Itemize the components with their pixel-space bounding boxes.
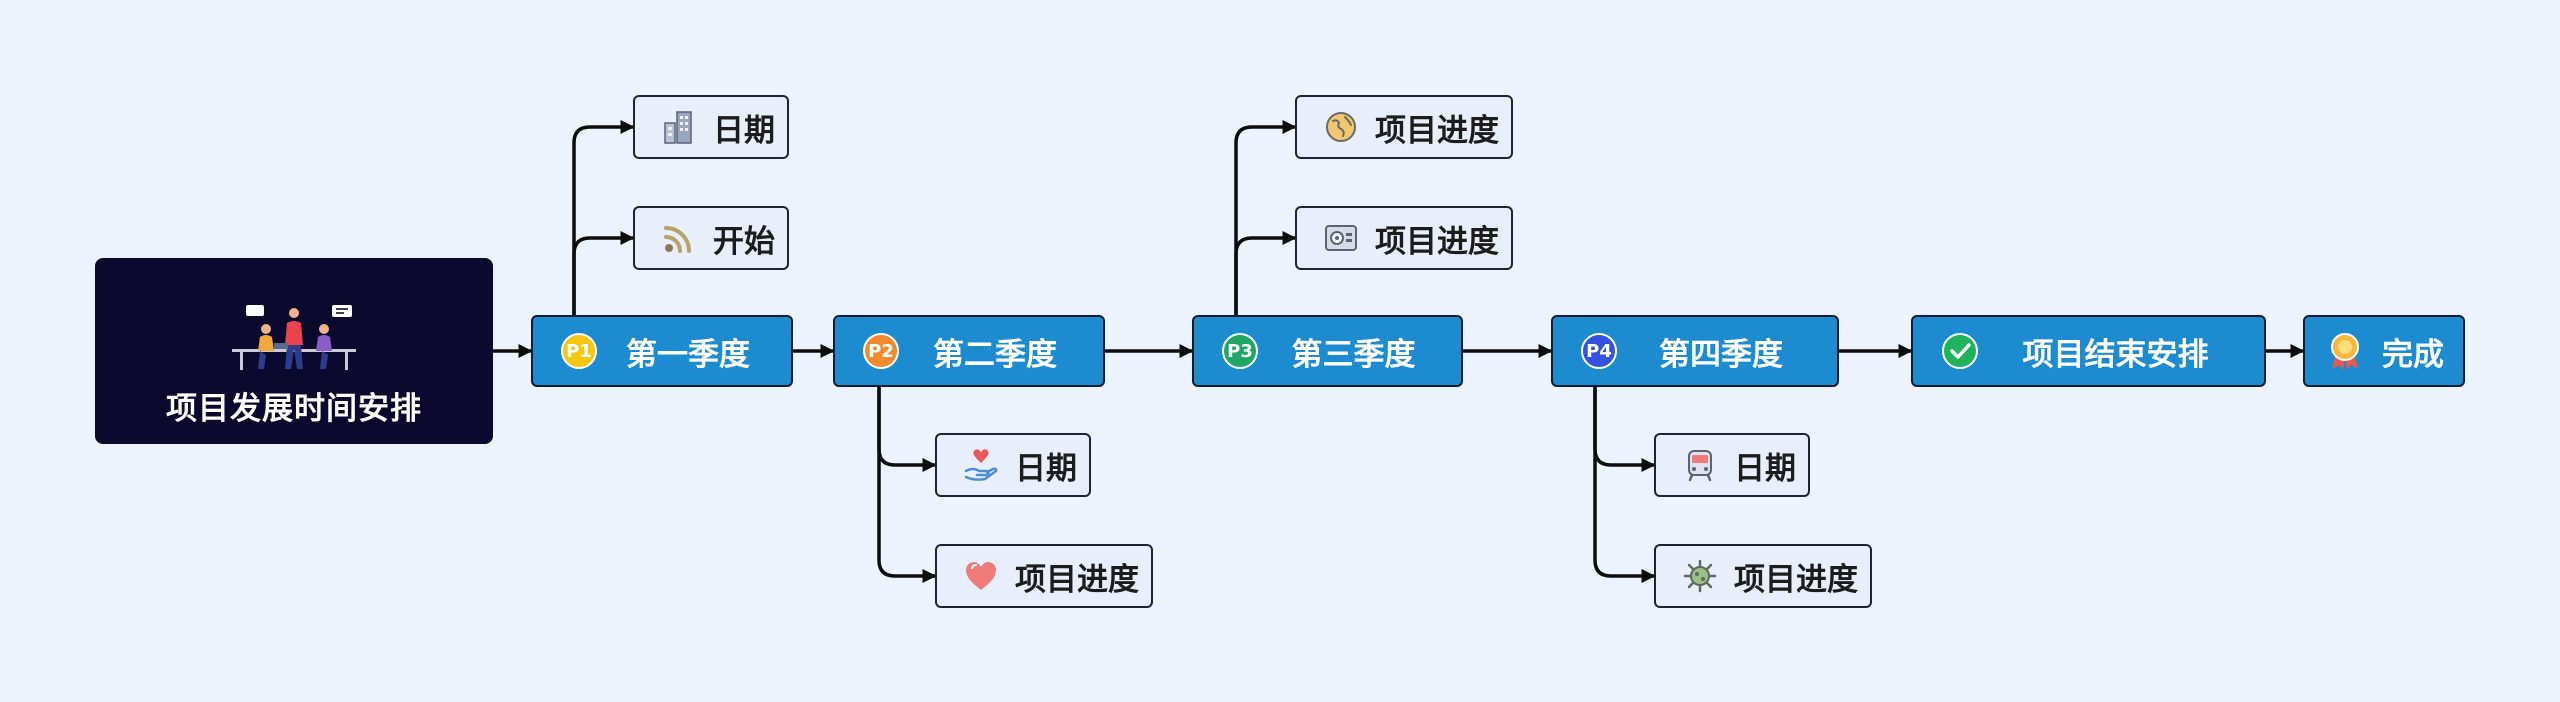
branch-label: 开始: [713, 223, 775, 260]
branch-node-p4-progress[interactable]: 项目进度: [1654, 544, 1872, 608]
branch-label: 日期: [1015, 450, 1077, 487]
phase-node-p1[interactable]: P1 第一季度: [531, 315, 793, 387]
team-collaboration-illustration: [232, 305, 356, 370]
root-title: 项目发展时间安排: [166, 391, 422, 427]
p2-badge: P2: [863, 333, 899, 369]
globe-icon: [1326, 112, 1356, 142]
phase-node-p3[interactable]: P3 第三季度: [1192, 315, 1463, 387]
branch-node-p2-progress[interactable]: 项目进度: [935, 544, 1153, 608]
rss-feed-icon: [664, 226, 691, 253]
connector-p4-branch-1: [1593, 387, 1656, 472]
phase-node-project-end[interactable]: 项目结束安排: [1911, 315, 2266, 387]
heart-icon: [966, 562, 996, 590]
phase-label: 完成: [2382, 336, 2444, 373]
branch-label: 日期: [1734, 450, 1796, 487]
connector-p1-branch-2: [572, 231, 635, 315]
branch-node-p3-progress-1[interactable]: 项目进度: [1295, 95, 1513, 159]
phase-node-done[interactable]: 完成: [2303, 315, 2465, 387]
connector-p2-branch-2: [877, 387, 937, 583]
branch-node-p4-date[interactable]: 日期: [1654, 433, 1810, 497]
branch-node-p2-date[interactable]: 日期: [935, 433, 1091, 497]
branch-node-p1-date[interactable]: 日期: [633, 95, 789, 159]
phase-node-p4[interactable]: P4 第四季度: [1551, 315, 1839, 387]
bus-icon: [1688, 450, 1712, 482]
phase-node-p2[interactable]: P2 第二季度: [833, 315, 1105, 387]
safe-box-icon: [1325, 225, 1357, 251]
phase-label: 项目结束安排: [2022, 336, 2209, 373]
phase-label: 第二季度: [933, 336, 1057, 373]
phase-label: 第四季度: [1659, 336, 1783, 373]
branch-label: 日期: [713, 112, 775, 149]
award-medal-icon: [2331, 333, 2359, 370]
branch-label: 项目进度: [1015, 561, 1139, 598]
phase-label: 第三季度: [1291, 336, 1416, 373]
connector-p2-branch-1: [877, 387, 937, 472]
check-circle-icon: [1942, 333, 1978, 369]
connector-p1-branch-1: [572, 120, 635, 315]
branch-label: 项目进度: [1375, 112, 1499, 149]
connector-p3-branch-2: [1234, 231, 1297, 315]
branch-node-p3-progress-2[interactable]: 项目进度: [1295, 206, 1513, 270]
branch-label: 项目进度: [1375, 223, 1499, 260]
p3-badge: P3: [1222, 333, 1258, 369]
p4-badge: P4: [1581, 333, 1617, 369]
hand-heart-icon: [964, 449, 998, 481]
branch-label: 项目进度: [1734, 561, 1858, 598]
connector-p3-branch-1: [1234, 120, 1297, 315]
root-node[interactable]: 项目发展时间安排: [95, 258, 493, 444]
virus-icon: [1683, 559, 1717, 593]
building-icon: [664, 111, 692, 144]
p1-badge: P1: [561, 333, 597, 369]
connector-p4-branch-2: [1593, 387, 1656, 583]
branch-node-p1-start[interactable]: 开始: [633, 206, 789, 270]
phase-label: 第一季度: [626, 336, 750, 373]
